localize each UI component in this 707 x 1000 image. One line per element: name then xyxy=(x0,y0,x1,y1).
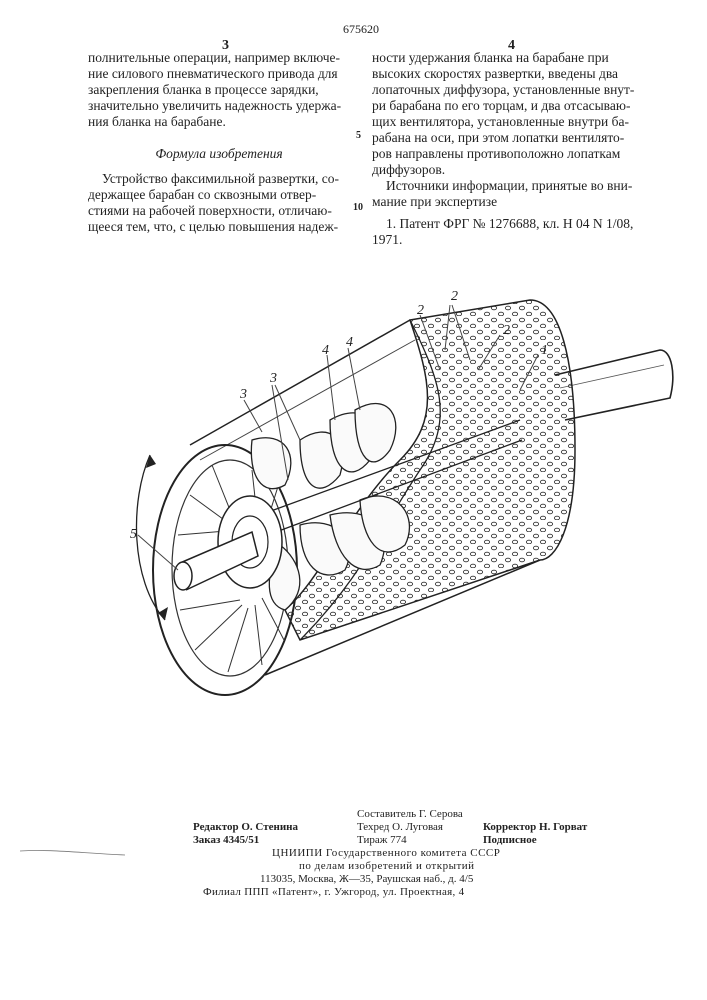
text-line: ности удержания бланка на барабане при xyxy=(372,50,640,66)
branch: Филиал ППП «Патент», г. Ужгород, ул. Про… xyxy=(203,886,464,899)
text-line: 1971. xyxy=(372,232,640,248)
text-line: Устройство факсимильной развертки, со- xyxy=(88,171,350,187)
figure-label: 4 xyxy=(322,343,329,358)
right-column: ности удержания бланка на барабане при в… xyxy=(372,50,640,248)
text-line: Источники информации, принятые во вни- xyxy=(372,178,640,194)
figure-label: 3 xyxy=(239,387,247,402)
subscription: Подписное xyxy=(483,834,537,847)
figure-label: 5 xyxy=(130,527,137,542)
text-line: ния бланка на барабане. xyxy=(88,114,350,130)
org-line-1: ЦНИИПИ Государственного комитета СССР xyxy=(272,847,500,860)
text-line: держащее барабан со сквозными отвер- xyxy=(88,187,350,203)
text-line: закрепления бланка в процессе зарядки, xyxy=(88,82,350,98)
text-line: высоких скоростях развертки, введены два xyxy=(372,66,640,82)
claims-text: Устройство факсимильной развертки, со- д… xyxy=(88,171,350,235)
figure-label: 2 xyxy=(451,289,458,304)
order: Заказ 4345/51 xyxy=(193,834,259,847)
text-line: ри барабана по его торцам, и два отсасыв… xyxy=(372,98,640,114)
circulation: Тираж 774 xyxy=(357,834,407,847)
figure-label: 4 xyxy=(346,335,353,350)
text-line: ние силового пневматического привода для xyxy=(88,66,350,82)
figure-label: 2 xyxy=(417,303,424,318)
text-line: диффузоров. xyxy=(372,162,640,178)
composer: Составитель Г. Серова xyxy=(357,808,463,821)
figure-label: 3 xyxy=(269,371,277,386)
text-line: рабана на оси, при этом лопатки вентилят… xyxy=(372,130,640,146)
text-line: значительно увеличить надежность удержа- xyxy=(88,98,350,114)
figure-label: 1 xyxy=(541,343,548,358)
text-line: мание при экспертизе xyxy=(372,194,640,210)
text-line: полнительные операции, например включе- xyxy=(88,50,350,66)
techred: Техред О. Луговая xyxy=(357,821,443,834)
org-line-2: по делам изобретений и открытий xyxy=(299,860,475,873)
text-line: 1. Патент ФРГ № 1276688, кл. Н 04 N 1/08… xyxy=(372,216,640,232)
text-line: ров направлены противоположно лопаткам xyxy=(372,146,640,162)
patent-number: 675620 xyxy=(343,22,379,37)
figure-label: 2 xyxy=(503,323,510,338)
corrector: Корректор Н. Горват xyxy=(483,821,587,834)
text-line: щих вентилятора, установленные внутри ба… xyxy=(372,114,640,130)
margin-line-number: 10 xyxy=(353,202,363,213)
drum-figure: 1 2 2 2 3 3 4 4 5 xyxy=(0,280,707,700)
margin-line-number: 5 xyxy=(356,130,361,141)
address: 113035, Москва, Ж—35, Раушская наб., д. … xyxy=(260,873,473,886)
scan-mark xyxy=(20,845,130,859)
text-line: щееся тем, что, с целью повышения надеж- xyxy=(88,219,350,235)
text-line: стиями на рабочей поверхности, отличаю- xyxy=(88,203,350,219)
text-line: лопаточных диффузора, установленные внут… xyxy=(372,82,640,98)
editor: Редактор О. Стенина xyxy=(193,821,298,834)
left-column: полнительные операции, например включе- … xyxy=(88,50,350,130)
claims-heading: Формула изобретения xyxy=(88,146,350,162)
